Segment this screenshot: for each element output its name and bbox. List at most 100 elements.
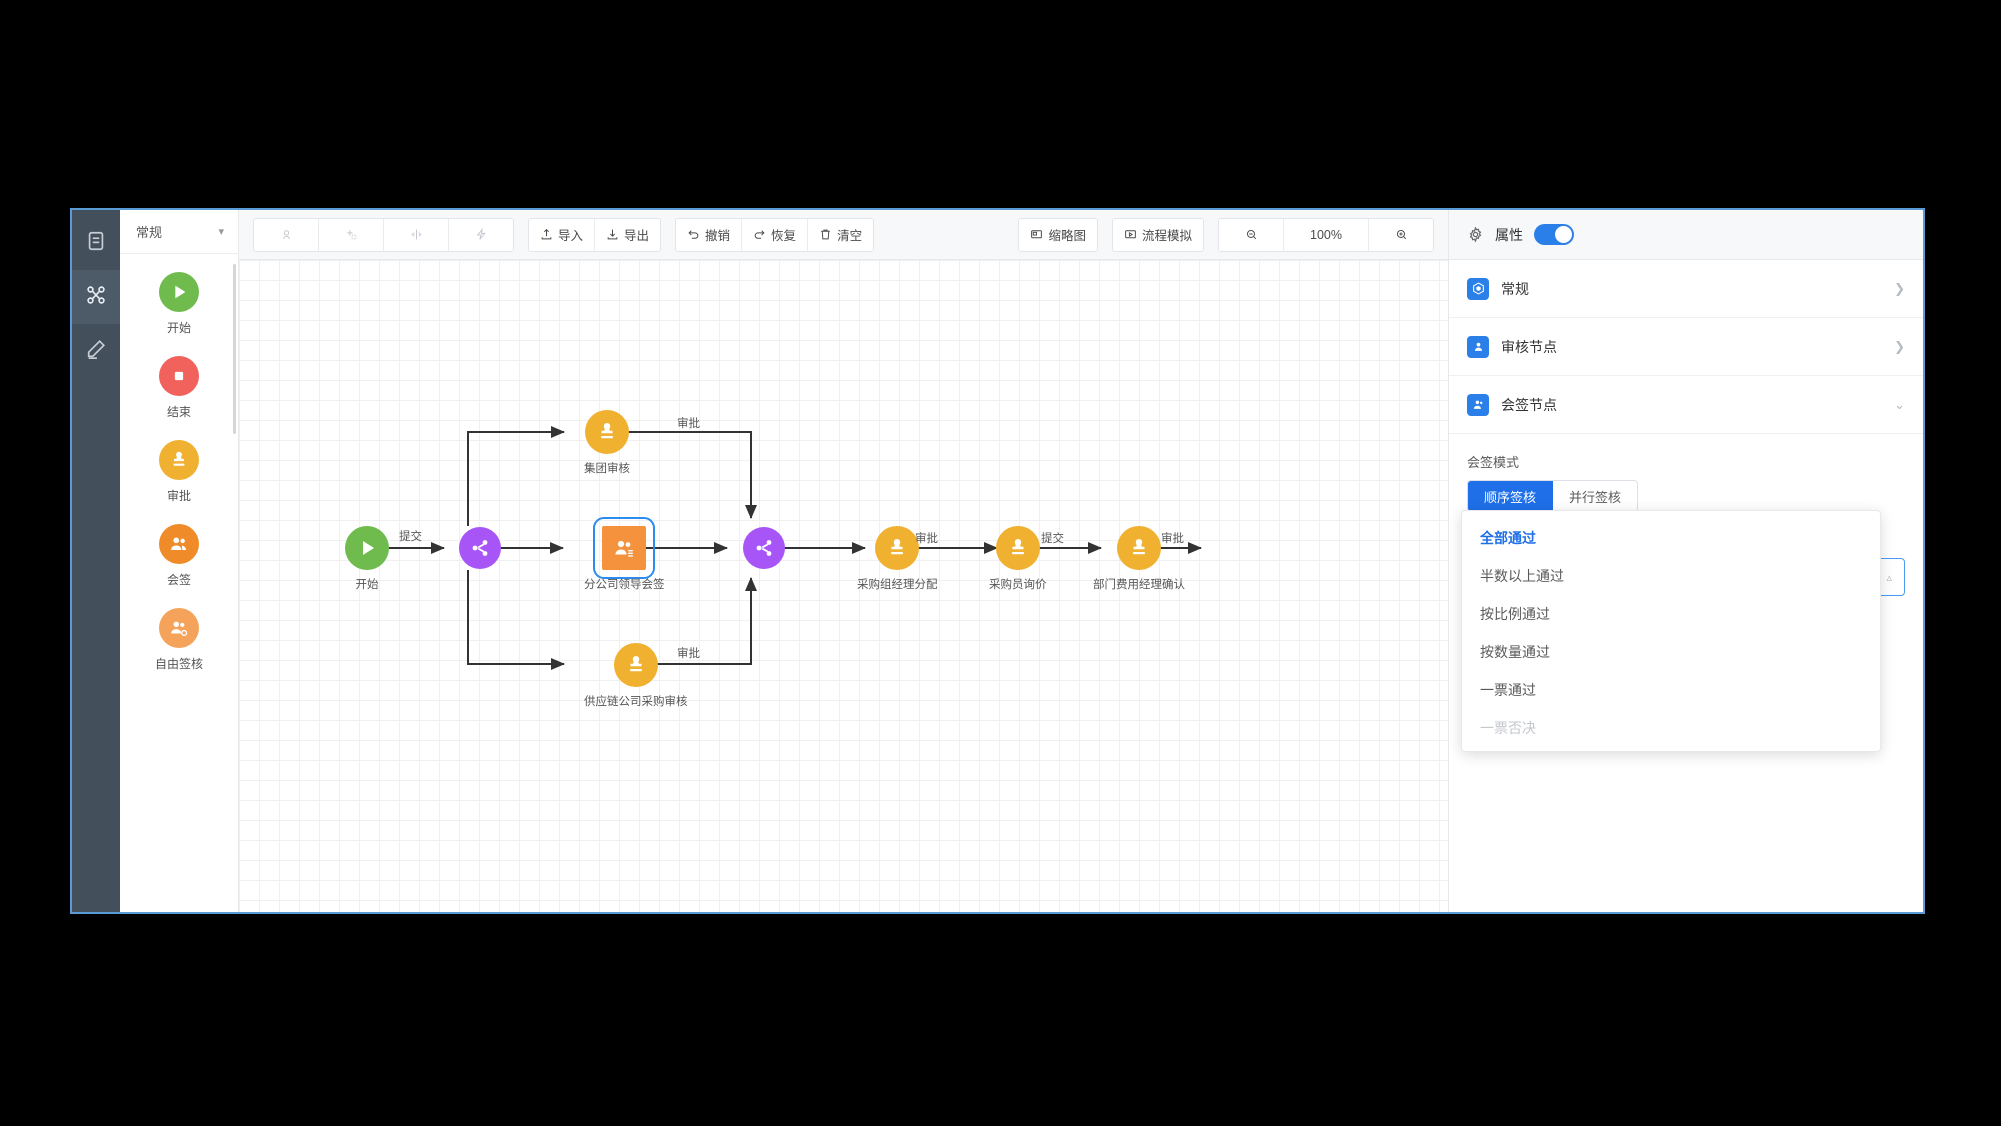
align-icon[interactable] bbox=[254, 218, 319, 251]
zoom-level[interactable]: 100% bbox=[1284, 218, 1369, 251]
pen-icon bbox=[85, 338, 107, 365]
properties-header: 属性 bbox=[1449, 210, 1923, 260]
ratio-dropdown: 全部通过 半数以上通过 按比例通过 按数量通过 一票通过 一票否决 bbox=[1461, 510, 1881, 752]
clear-button[interactable]: 清空 bbox=[808, 218, 874, 251]
redo-button[interactable]: 恢复 bbox=[742, 218, 809, 251]
export-button[interactable]: 导出 bbox=[595, 218, 661, 251]
lightning-icon[interactable] bbox=[449, 218, 513, 251]
document-icon bbox=[85, 230, 107, 257]
stamp-icon bbox=[159, 440, 199, 480]
minimap-button[interactable]: 缩略图 bbox=[1019, 218, 1097, 251]
edge-label: 提交 bbox=[399, 531, 422, 543]
simulate-button[interactable]: 流程模拟 bbox=[1112, 218, 1203, 251]
flow-edges bbox=[389, 426, 1202, 670]
section-label: 审核节点 bbox=[1501, 338, 1557, 355]
stop-icon bbox=[159, 356, 199, 396]
flow-node-buyer-quote[interactable]: 采购员询价 bbox=[989, 526, 1047, 592]
import-button[interactable]: 导入 bbox=[529, 218, 596, 251]
dropdown-option-all-pass[interactable]: 全部通过 bbox=[1480, 530, 1536, 546]
dropdown-option-majority-pass[interactable]: 半数以上通过 bbox=[1480, 568, 1564, 584]
edge-label: 审批 bbox=[677, 418, 700, 430]
section-countersign-node[interactable]: 会签节点 ⌄ bbox=[1449, 376, 1923, 434]
flow-node-label: 分公司领导会签 bbox=[584, 579, 665, 591]
gear-icon bbox=[1467, 226, 1484, 243]
flow-node-label: 集团审核 bbox=[584, 463, 630, 475]
undo-button[interactable]: 撤销 bbox=[676, 218, 743, 251]
branch-icon bbox=[743, 527, 785, 569]
properties-toggle[interactable] bbox=[1534, 224, 1574, 245]
flow-node-label: 供应链公司采购审核 bbox=[584, 696, 688, 708]
palette-item-label: 审批 bbox=[166, 489, 191, 503]
palette-item-approve[interactable]: 审批 bbox=[120, 440, 238, 504]
section-general[interactable]: 常规 ❯ bbox=[1449, 260, 1923, 318]
flow-designer-window: 常规 ▾ 开始 结束 审批 bbox=[70, 208, 1925, 914]
section-label: 常规 bbox=[1501, 280, 1529, 297]
palette-item-countersign[interactable]: 会签 bbox=[120, 524, 238, 588]
palette-items: 开始 结束 审批 会签 bbox=[120, 254, 238, 912]
section-label: 会签节点 bbox=[1501, 396, 1557, 413]
flow-icon bbox=[85, 284, 107, 311]
chevron-up-icon: ▵ bbox=[1886, 571, 1892, 584]
flow-canvas[interactable]: 开始 集团审核 分公司领导会签 bbox=[239, 260, 1448, 912]
toggle-knob bbox=[1555, 226, 1572, 243]
palette-item-end[interactable]: 结束 bbox=[120, 356, 238, 420]
palette-item-label: 开始 bbox=[166, 321, 191, 335]
countersign-mode-group: 顺序签核 并行签核 bbox=[1467, 480, 1639, 512]
undo-label: 撤销 bbox=[705, 229, 731, 243]
rail-button-flow[interactable] bbox=[72, 270, 120, 324]
palette-group-header[interactable]: 常规 ▾ bbox=[120, 210, 238, 254]
chevron-down-icon: ▾ bbox=[218, 226, 224, 238]
node-palette: 常规 ▾ 开始 结束 审批 bbox=[120, 210, 239, 912]
toolbar-group-zoom: 100% bbox=[1218, 217, 1434, 252]
mode-option-parallel[interactable]: 并行签核 bbox=[1553, 481, 1638, 511]
distribute-icon[interactable] bbox=[384, 218, 449, 251]
edge-label: 审批 bbox=[915, 533, 938, 545]
flow-node-supply-review[interactable]: 供应链公司采购审核 bbox=[584, 643, 688, 709]
palette-item-free-sign[interactable]: 自由签核 bbox=[120, 608, 238, 672]
section-review-node[interactable]: 审核节点 ❯ bbox=[1449, 318, 1923, 376]
flow-node-group-review[interactable]: 集团审核 bbox=[584, 410, 630, 476]
flow-node-purchase-manager[interactable]: 采购组经理分配 bbox=[857, 526, 938, 592]
stamp-icon bbox=[995, 526, 1040, 570]
palette-scrollbar[interactable] bbox=[233, 264, 236, 434]
rail-button-pen[interactable] bbox=[72, 324, 120, 378]
dropdown-option-count-pass[interactable]: 按数量通过 bbox=[1480, 644, 1550, 660]
add-node-icon[interactable] bbox=[319, 218, 384, 251]
minimap-label: 缩略图 bbox=[1048, 229, 1086, 243]
flow-node-cost-manager[interactable]: 部门费用经理确认 bbox=[1093, 526, 1185, 592]
palette-item-label: 会签 bbox=[166, 573, 191, 587]
group-sign-icon bbox=[159, 524, 199, 564]
group-sign-icon bbox=[593, 517, 656, 579]
flow-node-label: 开始 bbox=[355, 579, 379, 591]
toolbar-group-simulate: 流程模拟 bbox=[1111, 217, 1204, 252]
palette-group-title: 常规 bbox=[136, 225, 163, 240]
flow-node-branch-countersign[interactable]: 分公司领导会签 bbox=[584, 517, 665, 592]
chevron-right-icon: ❯ bbox=[1894, 280, 1905, 296]
flow-node-label: 采购组经理分配 bbox=[857, 579, 938, 591]
stamp-icon bbox=[613, 643, 658, 687]
flow-node-gateway-1[interactable] bbox=[459, 527, 501, 569]
simulate-label: 流程模拟 bbox=[1141, 229, 1192, 243]
flow-node-gateway-2[interactable] bbox=[743, 527, 785, 569]
dropdown-option-ratio-pass[interactable]: 按比例通过 bbox=[1480, 606, 1550, 622]
zoom-in-button[interactable] bbox=[1369, 218, 1433, 251]
play-icon bbox=[159, 272, 199, 312]
clear-label: 清空 bbox=[837, 229, 863, 243]
play-icon bbox=[345, 526, 389, 570]
dropdown-option-single-pass[interactable]: 一票通过 bbox=[1480, 682, 1536, 698]
zoom-out-button[interactable] bbox=[1219, 218, 1284, 251]
flow-node-start[interactable]: 开始 bbox=[345, 526, 389, 592]
toolbar-group-minimap: 缩略图 bbox=[1018, 217, 1098, 252]
toolbar-group-history: 撤销 恢复 清空 bbox=[675, 217, 875, 252]
dropdown-option-single-veto: 一票否决 bbox=[1480, 720, 1536, 736]
export-label: 导出 bbox=[624, 229, 650, 243]
rail-button-document[interactable] bbox=[72, 216, 120, 270]
palette-item-start[interactable]: 开始 bbox=[120, 272, 238, 336]
toolbar-group-io: 导入 导出 bbox=[528, 217, 662, 252]
free-sign-icon bbox=[159, 608, 199, 648]
edge-label: 审批 bbox=[677, 648, 700, 660]
palette-item-label: 结束 bbox=[166, 405, 191, 419]
canvas-toolbar: 导入 导出 撤销 恢复 清空 bbox=[239, 210, 1448, 260]
palette-item-label: 自由签核 bbox=[154, 657, 203, 671]
mode-option-sequential[interactable]: 顺序签核 bbox=[1468, 481, 1554, 511]
